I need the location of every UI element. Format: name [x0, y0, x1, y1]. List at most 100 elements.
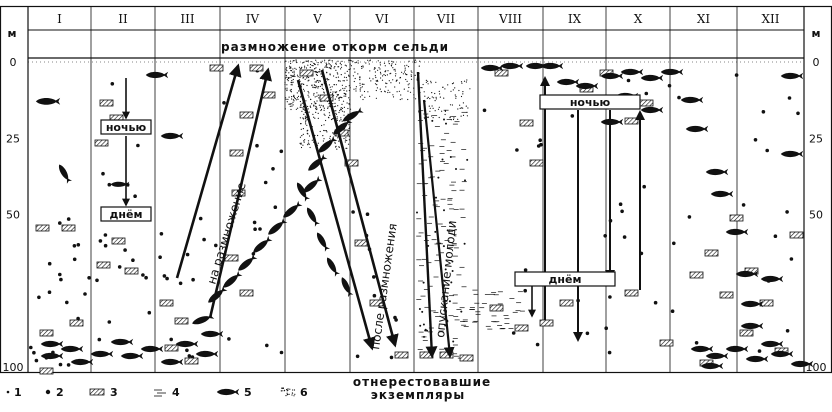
stipple-dot [374, 71, 376, 73]
stipple-dot [404, 67, 406, 69]
small-dot [434, 230, 437, 233]
stipple-dot [434, 110, 436, 112]
hatched-rect [249, 64, 264, 72]
stipple-dot [316, 71, 319, 74]
day-box-right: днём [514, 271, 616, 287]
large-dot [185, 252, 190, 257]
stipple-dot [438, 116, 440, 119]
stipple-dot [349, 87, 351, 89]
fish-shape [216, 388, 240, 396]
stipple-dot [462, 93, 464, 95]
large-dot [66, 363, 71, 367]
stipple-dot [321, 60, 323, 62]
large-dot [263, 180, 268, 185]
stipple-dot [408, 60, 410, 62]
stipple-dot [375, 76, 377, 79]
stipple-dot [322, 68, 324, 70]
stipple-dot [346, 102, 348, 104]
hatched-rect [689, 271, 704, 279]
stipple-dot [315, 67, 317, 69]
stipple-dot [304, 139, 306, 141]
stipple-dot [381, 79, 384, 81]
stipple-dot [348, 97, 350, 99]
stipple-dot [295, 99, 297, 101]
stipple-dot [307, 105, 309, 108]
stipple-dot [317, 94, 319, 96]
fish-shape [70, 358, 94, 366]
stipple-dot [393, 69, 395, 71]
legend-swatch-hatched-rect [89, 388, 105, 396]
svg-text:днём: днём [110, 208, 143, 221]
legend-item-dashes: 4 [154, 386, 180, 399]
fish-shape [304, 206, 320, 227]
fish-shape [660, 68, 684, 76]
diagram-frame [0, 5, 832, 374]
stipple-dot [313, 78, 315, 80]
stipple-dot [305, 118, 307, 120]
fish-icon [690, 345, 714, 353]
stipple-dot [334, 105, 337, 107]
stipple-dot [295, 59, 297, 61]
stipple-dot [337, 137, 339, 139]
stipple-dot [337, 80, 340, 82]
large-dot [131, 258, 135, 263]
stipple-dot [339, 120, 341, 122]
stipple-dot [374, 75, 376, 77]
stipple-dot [359, 88, 361, 90]
stipple-dot [354, 77, 356, 80]
stipple-dot [348, 89, 350, 92]
large-dot [214, 243, 218, 248]
stipple-dot [313, 104, 315, 106]
large-dot [644, 91, 649, 96]
stipple-dot [383, 74, 385, 76]
stipple-dot [452, 89, 454, 91]
stipple-dot [313, 116, 315, 118]
stipple-dot [330, 139, 332, 141]
stipple-dot [432, 107, 434, 109]
large-dot [653, 300, 658, 305]
large-dot [604, 326, 608, 331]
stipple-dot [339, 110, 341, 112]
fish-shape [780, 150, 804, 158]
small-dot [460, 310, 463, 313]
stipple-dot [284, 83, 286, 85]
large-dot [222, 101, 226, 105]
stipple-dot [299, 68, 301, 70]
stipple-dot [322, 105, 324, 107]
stipple-dot [331, 60, 333, 62]
month-label: VII [436, 12, 455, 26]
fish-shape [60, 345, 84, 353]
stipple-dot [346, 147, 348, 149]
small-dot [444, 268, 447, 271]
stipple-dot [349, 104, 351, 106]
stipple-dot [338, 140, 340, 142]
stipple-dot [406, 64, 408, 66]
legend-item-small-dot: 1 [6, 386, 22, 399]
stipple-dot [346, 70, 348, 72]
stipple-dot [323, 113, 325, 115]
stipple-dot [413, 97, 415, 99]
legend-swatch-stipple-dot [285, 395, 287, 397]
stipple-dot [315, 107, 317, 109]
fish-icon [40, 340, 64, 348]
stipple-dot [302, 133, 304, 135]
stipple-dot [340, 107, 342, 109]
fish-shape [575, 82, 599, 90]
stipple-dot [307, 64, 309, 66]
stipple-dot [388, 60, 390, 62]
stipple-dot [307, 142, 309, 144]
stipple-dot [349, 126, 351, 128]
stipple-dot [414, 74, 416, 76]
stipple-dot [313, 92, 315, 95]
stipple-dot [318, 80, 320, 82]
fish-icon [540, 62, 564, 70]
fish-icon [780, 72, 804, 80]
stipple-dot [443, 97, 445, 99]
stipple-dot [442, 86, 444, 88]
large-dot [620, 209, 624, 214]
stipple-dot [290, 70, 293, 72]
stipple-dot [407, 84, 409, 86]
stipple-dot [317, 79, 319, 82]
stipple-dot [439, 96, 441, 98]
stipple-dot [315, 105, 317, 107]
